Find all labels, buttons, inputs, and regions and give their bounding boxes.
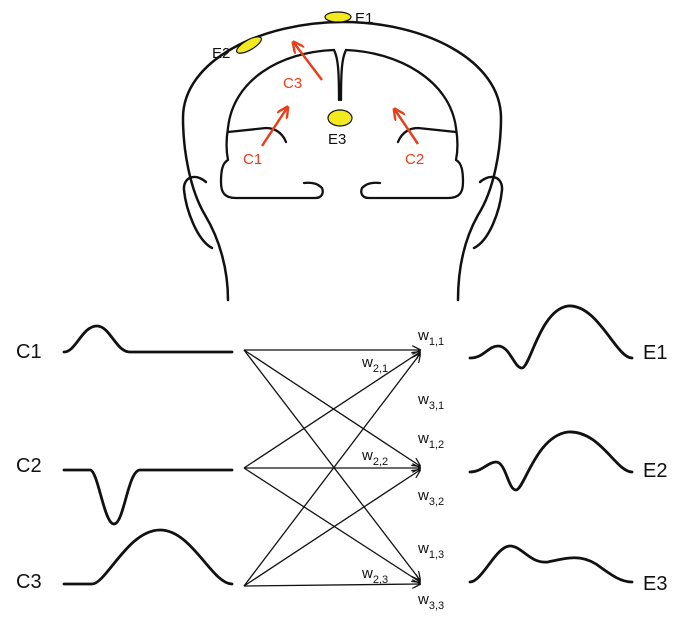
weight-label-w12: w1,2 [417,430,444,451]
electrode-waveform-e2 [470,432,632,490]
mix-arrow-c3-e2 [244,470,420,586]
mix-arrow-c3-e1 [244,354,420,586]
left-ear [184,177,212,248]
mix-arrow-c1-e3 [244,350,420,580]
electrode-label-e1: E1 [355,10,373,27]
weight-label-w33: w3,3 [417,591,444,612]
brain-left-medial [334,50,339,100]
source-waveform-c1 [64,326,232,352]
weight-label-w31: w3,1 [417,391,444,412]
head-illustration [183,22,502,300]
electrode-e1 [325,12,351,22]
source-waveform-c3 [64,530,232,584]
weight-label-w22: w2,2 [361,447,388,468]
mixing-arrows [244,350,420,586]
mixing-source-label-c2: C2 [16,455,42,477]
weight-label-w13: w1,3 [417,540,444,561]
weight-label-w23: w2,3 [361,565,388,586]
mixing-source-label-c3: C3 [16,571,42,593]
mixing-electrode-label-e1: E1 [643,342,667,364]
brain-right-medial [341,50,346,100]
mix-arrow-c2-e3 [244,468,420,582]
brain-right-fissure [398,128,456,142]
electrode-label-e2: E2 [212,45,230,62]
electrode-waveform-e1 [470,306,632,368]
mixing-source-label-c1: C1 [16,341,42,363]
electrode-waveform-e3 [470,546,632,582]
mix-arrow-c1-e2 [244,350,420,466]
source-label-c3: C3 [283,75,302,92]
mixing-electrode-label-e2: E2 [643,460,667,482]
source-label-c1: C1 [243,151,262,168]
weight-label-w32: w3,2 [417,487,444,508]
brain-left-fissure [228,128,286,142]
mix-arrow-c2-e1 [244,352,420,468]
electrode-label-e3: E3 [328,131,346,148]
weight-label-w21: w2,1 [361,354,388,375]
mix-arrow-c3-e3 [244,584,420,586]
weight-label-w11: w1,1 [417,327,444,348]
mixing-electrode-label-e3: E3 [643,573,667,595]
source-label-c2: C2 [405,151,424,168]
electrode-e3 [328,110,352,126]
source-waveform-c2 [64,470,232,524]
